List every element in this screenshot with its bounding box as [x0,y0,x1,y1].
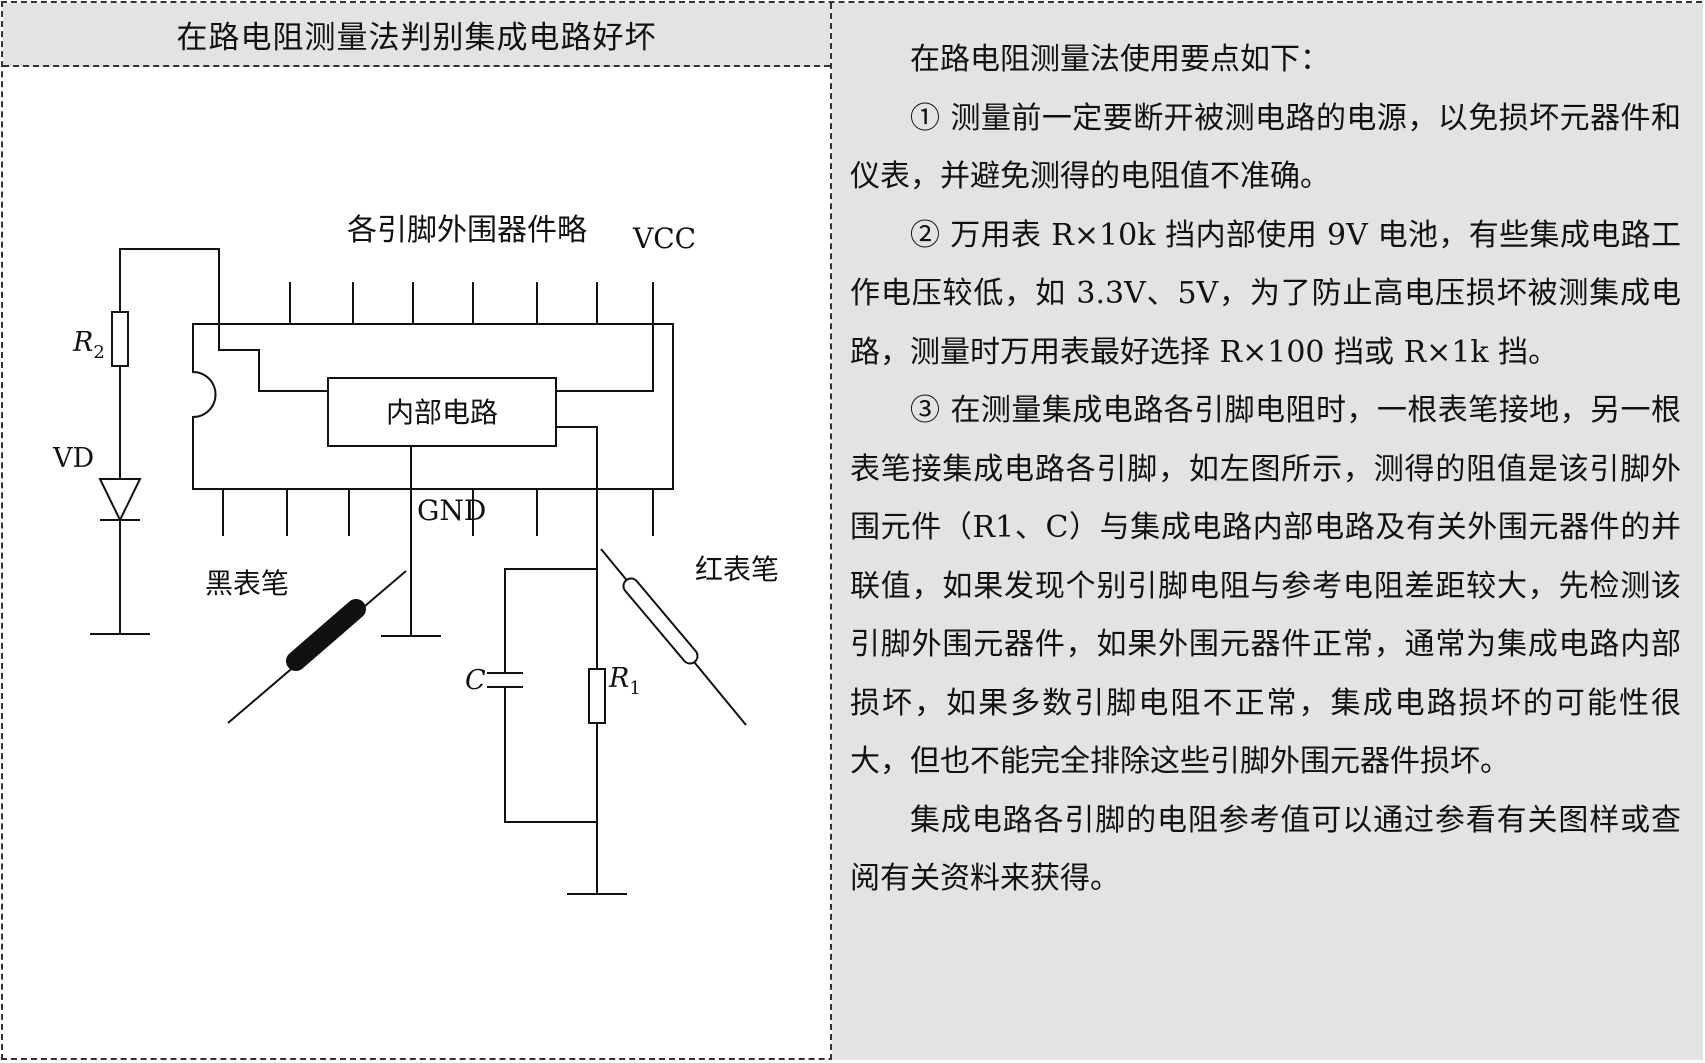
right-panel: 在路电阻测量法使用要点如下： ① 测量前一定要断开被测电路的电源，以免损坏元器件… [832,3,1703,1060]
red-probe-label: 红表笔 [695,553,779,586]
red-probe-inner [624,579,697,663]
wire-pin-out [556,426,598,669]
ic-body [192,323,674,490]
r1-label: R1 [608,663,641,699]
wire-r2-to-ic [119,248,328,392]
left-panel-header: 在路电阻测量法判别集成电路好坏 [3,3,830,67]
wire-vcc [556,324,654,392]
paragraph-point-2: ② 万用表 R×10k 挡内部使用 9V 电池，有些集成电路工作电压较低，如 3… [850,217,1681,370]
circuit-diagram: 各引脚外围器件略 VCC 内部电路 GND 黑表笔 红表笔 VD R2 C R1 [52,213,779,895]
paragraph-intro: 在路电阻测量法使用要点如下： [910,42,1330,77]
vcc-label: VCC [632,222,696,255]
r2-letter: R [72,327,93,358]
r1-resistor [588,668,606,724]
c-label: C [465,665,486,696]
gnd-label: GND [417,494,486,527]
internal-circuit-box [327,377,557,447]
left-panel-title: 在路电阻测量法判别集成电路好坏 [176,19,657,56]
r1-subscript: 1 [629,678,640,699]
black-probe-label: 黑表笔 [205,567,289,600]
internal-circuit-label: 内部电路 [386,396,498,429]
ic-top-pins [289,282,654,324]
c-capacitor [487,672,523,688]
paragraph-point-3: ③ 在测量集成电路各引脚电阻时，一根表笔接地，另一根表笔接集成电路各引脚，如左图… [850,393,1681,779]
panel-divider [830,3,832,1060]
paragraph-point-1: ① 测量前一定要断开被测电路的电源，以免损坏元器件和仪表，并避免测得的电阻值不准… [850,100,1681,195]
black-probe [286,599,366,671]
r2-subscript: 2 [93,342,104,363]
vd-diode [98,478,142,523]
periphery-note-label: 各引脚外围器件略 [347,213,587,248]
r2-label: R2 [72,327,105,363]
paragraph-closing: 集成电路各引脚的电阻参考值可以通过参看有关图样或查阅有关资料来获得。 [850,802,1681,897]
r2-resistor [111,311,129,367]
vd-label: VD [52,443,94,474]
wire-c-branch [504,568,597,823]
r1-letter: R [608,663,629,694]
ic-bottom-pins [222,489,654,536]
